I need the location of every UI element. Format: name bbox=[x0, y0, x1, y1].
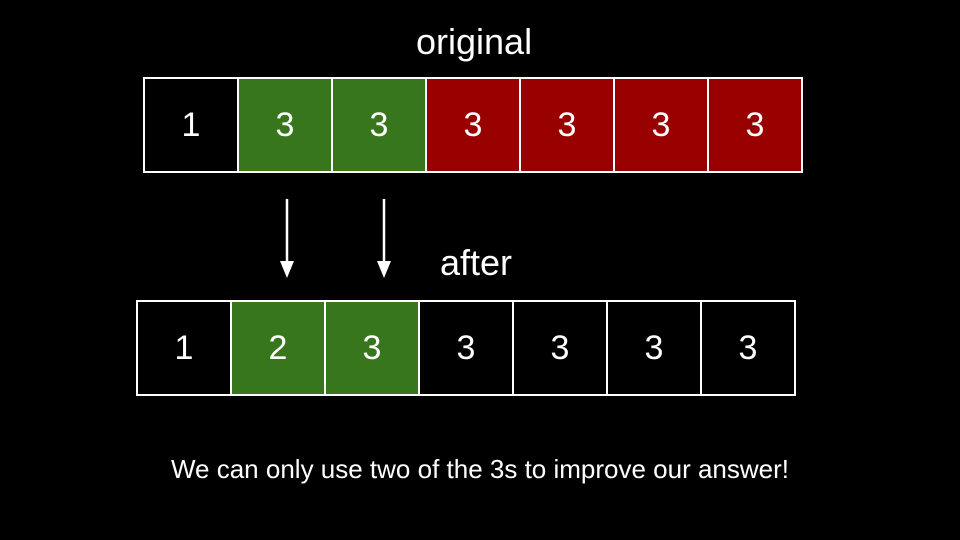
after-title: after bbox=[440, 242, 513, 283]
caption: We can only use two of the 3s to improve… bbox=[170, 454, 790, 484]
original-cell-4: 3 bbox=[519, 77, 615, 173]
original-cell-0: 1 bbox=[143, 77, 239, 173]
original-cell-5: 3 bbox=[613, 77, 709, 173]
after-cell-4: 3 bbox=[512, 300, 608, 396]
arrow-down-icon bbox=[377, 199, 391, 278]
after-cell-3: 3 bbox=[418, 300, 514, 396]
after-cell-6: 3 bbox=[700, 300, 796, 396]
original-cell-1: 3 bbox=[237, 77, 333, 173]
after-cell-1: 2 bbox=[230, 300, 326, 396]
after-cell-5: 3 bbox=[606, 300, 702, 396]
original-title: original bbox=[416, 21, 533, 62]
arrow-down-icon bbox=[280, 199, 294, 278]
original-cell-2: 3 bbox=[331, 77, 427, 173]
after-cell-0: 1 bbox=[136, 300, 232, 396]
original-cell-3: 3 bbox=[425, 77, 521, 173]
after-cell-2: 3 bbox=[324, 300, 420, 396]
original-cell-6: 3 bbox=[707, 77, 803, 173]
